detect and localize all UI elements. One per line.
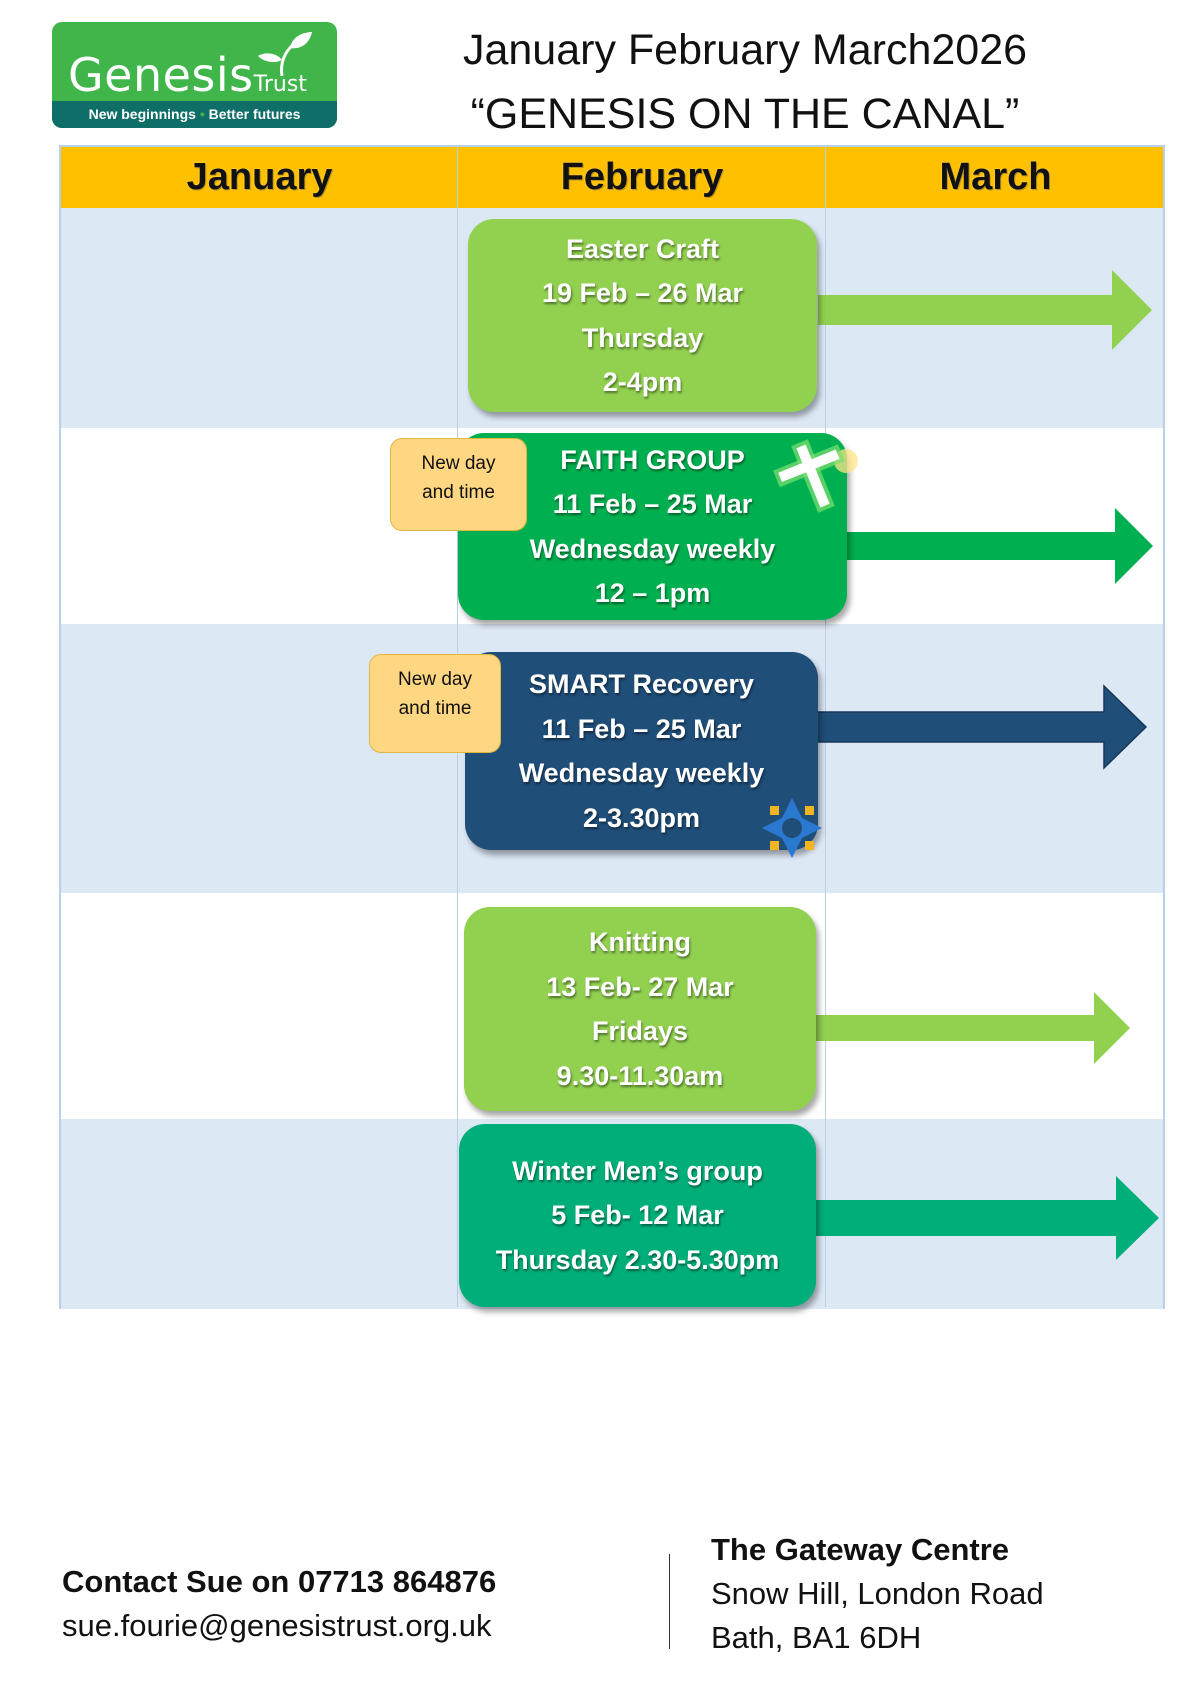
cross-icon — [773, 439, 858, 513]
activity-title: Knitting — [589, 927, 691, 957]
activity-winter-mens-group: Winter Men’s group 5 Feb- 12 Mar Thursda… — [459, 1124, 816, 1307]
arrow-smart-recovery — [811, 684, 1148, 770]
note-line: and time — [398, 698, 472, 719]
activity-time: 2-3.30pm — [582, 802, 701, 833]
activity-day: Thursday — [581, 322, 704, 353]
leaf-sprout-icon — [258, 32, 312, 77]
activity-day: Wednesday weekly — [529, 533, 776, 564]
activity-day: Fridays — [591, 1016, 689, 1046]
new-day-time-note: New day and time — [390, 438, 527, 531]
logo-tagline: New beginnings • Better futures — [52, 101, 337, 128]
new-day-time-note: New day and time — [369, 654, 501, 753]
activity-time: 2-4pm — [602, 367, 683, 397]
column-header-march: March — [939, 156, 1052, 198]
arrow-easter-craft — [818, 270, 1152, 350]
activity-time: 12 – 1pm — [594, 578, 711, 608]
footer-divider — [669, 1554, 670, 1649]
genesis-trust-logo: GenesisTrust New beginnings • Better fut… — [52, 22, 337, 128]
note-line: New day — [398, 669, 472, 690]
month-header-row: January February March — [61, 147, 1163, 210]
activity-day: Wednesday weekly — [518, 758, 765, 788]
activity-dates: 5 Feb- 12 Mar — [551, 1200, 724, 1231]
arrow-winter-mens-group — [814, 1176, 1159, 1260]
activity-dates: 11 Feb – 25 Mar — [541, 713, 742, 744]
activity-dates: 13 Feb- 27 Mar — [546, 971, 734, 1002]
column-header-january: January — [186, 156, 333, 198]
activity-easter-craft: Easter Craft 19 Feb – 26 Mar Thursday 2-… — [468, 219, 817, 412]
logo-wordmark: GenesisTrust — [68, 48, 307, 102]
note-line: New day — [421, 453, 496, 474]
page-title: January February March2026 “GENESIS ON T… — [400, 18, 1090, 146]
title-line-months: January February March2026 — [462, 26, 1028, 74]
venue-address: The Gateway Centre Snow Hill, London Roa… — [711, 1528, 1044, 1660]
venue-name: The Gateway Centre — [711, 1532, 1010, 1567]
compass-star-icon — [762, 798, 822, 858]
activity-title: FAITH GROUP — [560, 444, 745, 475]
activity-title: Easter Craft — [565, 233, 720, 264]
address-line-1: Snow Hill, London Road — [711, 1576, 1044, 1611]
contact-email[interactable]: sue.fourie@genesistrust.org.uk — [62, 1608, 492, 1643]
column-header-february: February — [560, 156, 724, 198]
activity-time: 9.30-11.30am — [556, 1060, 724, 1091]
contact-details: Contact Sue on 07713 864876 sue.fourie@g… — [62, 1560, 496, 1648]
activity-dates: 11 Feb – 25 Mar — [552, 489, 753, 519]
activity-time: Thursday 2.30-5.30pm — [495, 1244, 780, 1275]
title-line-event: “GENESIS ON THE CANAL” — [470, 90, 1020, 138]
contact-phone: Contact Sue on 07713 864876 — [62, 1564, 497, 1599]
activity-knitting: Knitting 13 Feb- 27 Mar Fridays 9.30-11.… — [464, 907, 816, 1111]
note-line: and time — [422, 482, 495, 503]
arrow-faith-group — [845, 508, 1153, 584]
address-line-2: Bath, BA1 6DH — [711, 1620, 922, 1655]
activity-title: Winter Men’s group — [512, 1155, 763, 1186]
activity-dates: 19 Feb – 26 Mar — [541, 278, 744, 308]
arrow-knitting — [814, 992, 1130, 1064]
activity-smart-recovery: SMART Recovery 11 Feb – 25 Mar Wednesday… — [465, 652, 818, 850]
activity-title: SMART Recovery — [528, 669, 755, 699]
